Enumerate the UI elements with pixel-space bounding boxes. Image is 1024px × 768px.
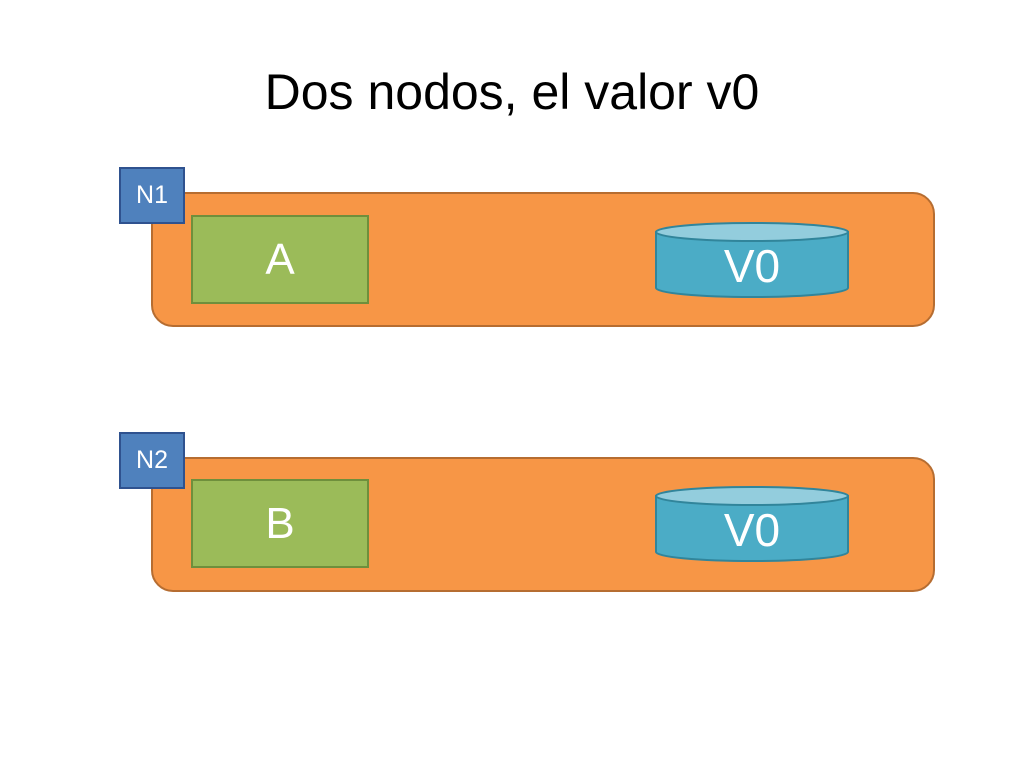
value-label: V0 [723,240,781,292]
node-tag: N2 [119,432,185,489]
process-box: A [191,215,369,304]
process-box: B [191,479,369,568]
cylinder-icon [655,486,849,562]
value-store: V0 [655,222,849,298]
cylinder-icon [655,222,849,298]
value-store: V0 [655,486,849,562]
node-tag: N1 [119,167,185,224]
value-label: V0 [723,504,781,556]
slide-title: Dos nodos, el valor v0 [264,64,760,120]
